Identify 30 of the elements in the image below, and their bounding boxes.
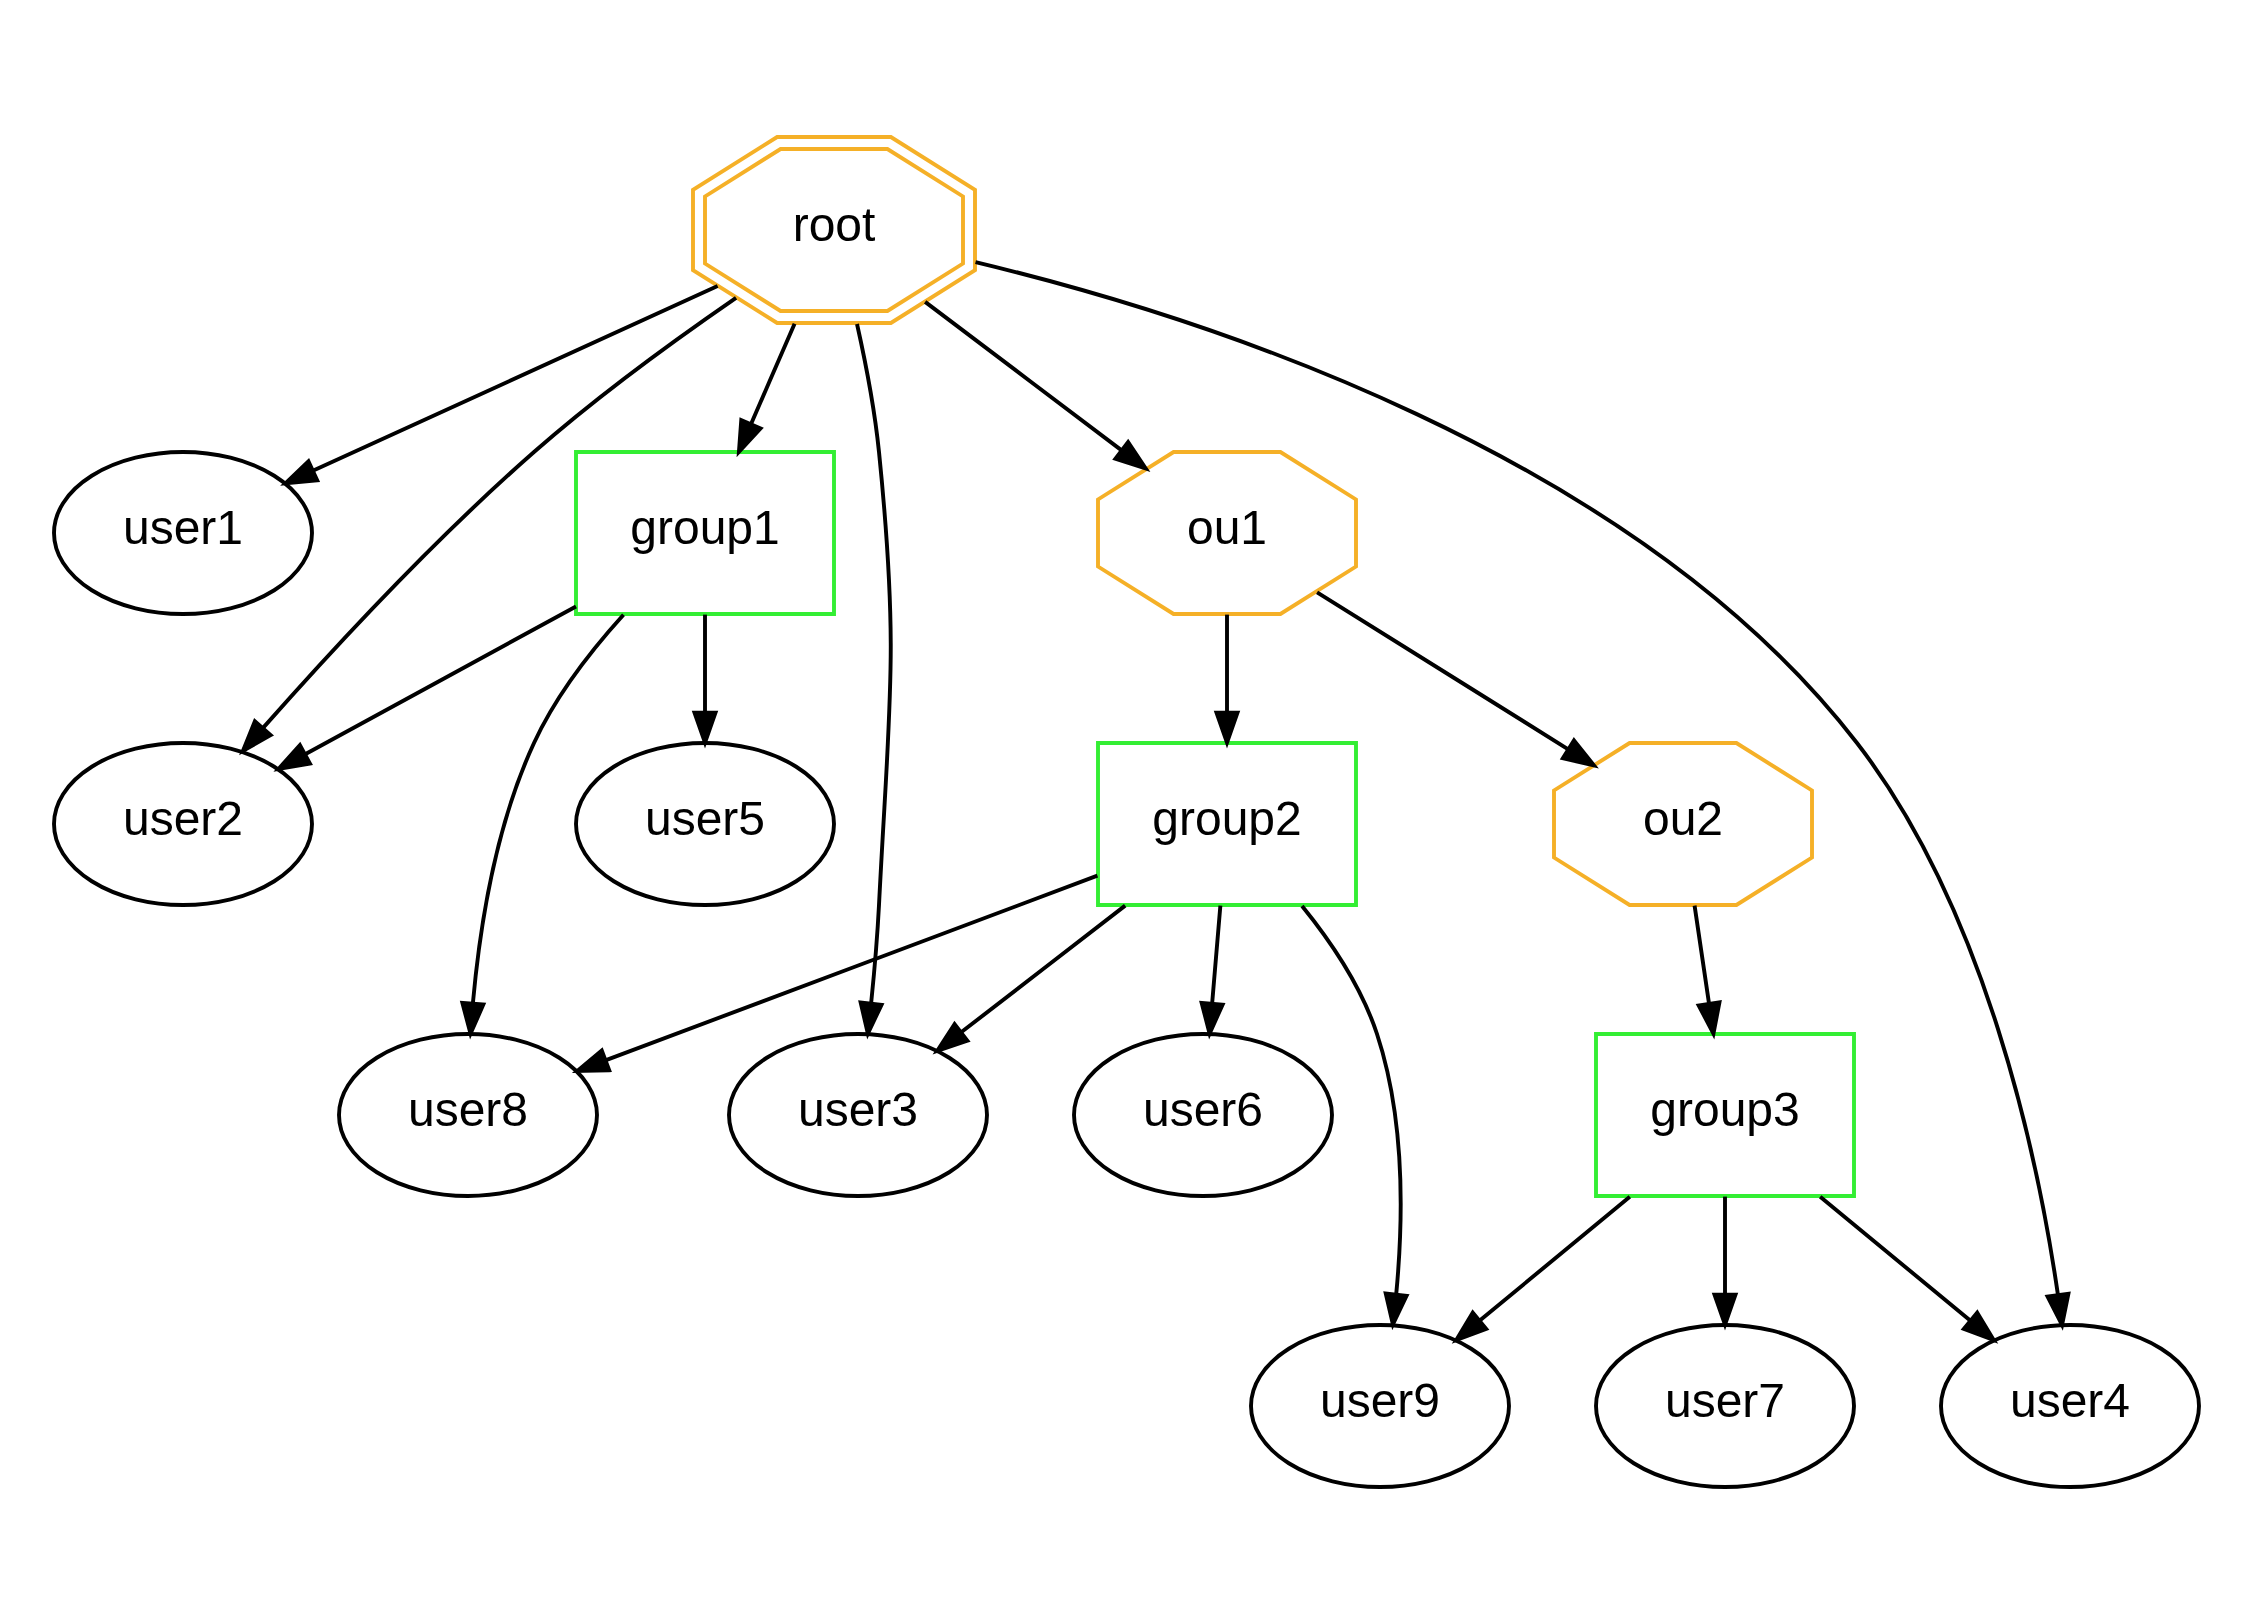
arrow — [1711, 1196, 1738, 1330]
node-ellipse: user6 — [1071, 1031, 1334, 1198]
arrow — [279, 283, 718, 486]
node-ellipse: user1 — [51, 449, 314, 616]
arrow — [974, 259, 2071, 1331]
arrow — [1818, 1194, 1998, 1344]
arrow — [854, 323, 893, 1039]
arrow — [1300, 904, 1410, 1330]
node-box: group3 — [1593, 1031, 1856, 1198]
arrow — [272, 604, 577, 772]
node-box: group2 — [1095, 740, 1358, 907]
arrow — [571, 873, 1098, 1073]
arrow — [691, 614, 718, 748]
arrow — [1692, 904, 1722, 1039]
node-ellipse: user5 — [573, 740, 836, 907]
arrow — [238, 295, 737, 755]
node-ellipse: user4 — [1938, 1322, 2201, 1489]
arrow — [1451, 1194, 1631, 1344]
arrow — [923, 299, 1150, 472]
arrow — [1315, 590, 1599, 768]
node-ellipse: user8 — [336, 1031, 599, 1198]
arrow — [932, 903, 1126, 1054]
arrow — [1198, 904, 1225, 1039]
node-ellipse: user7 — [1593, 1322, 1856, 1489]
node-ellipse: user3 — [726, 1031, 989, 1198]
arrow — [736, 322, 796, 457]
node-box: group1 — [573, 449, 836, 616]
arrow — [459, 613, 625, 1040]
node-ellipse: user9 — [1248, 1322, 1511, 1489]
arrow — [1213, 614, 1240, 748]
